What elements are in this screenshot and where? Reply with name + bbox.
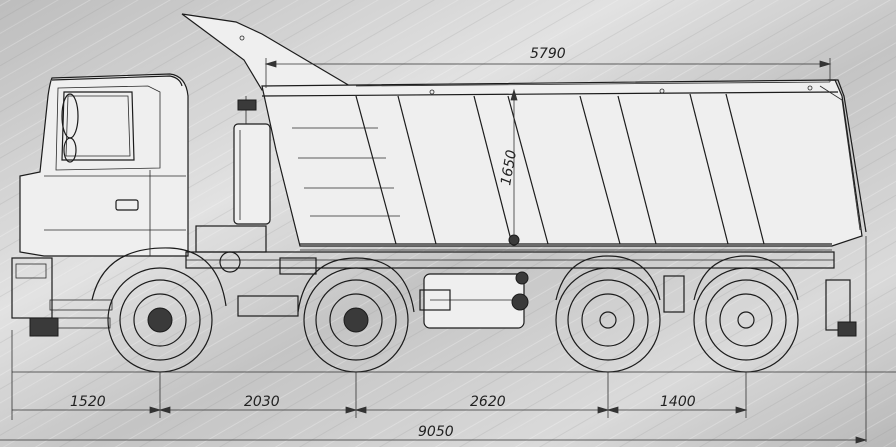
front-overhang-label: 1520 (70, 394, 106, 410)
body-length-label: 5790 (530, 46, 566, 62)
chassis-frame (185, 225, 857, 337)
intake-tower (233, 96, 271, 225)
dump-body (181, 13, 867, 251)
wheels (107, 267, 799, 373)
wheelbase-1-2-label: 2030 (244, 394, 280, 410)
front-wheel-1 (107, 267, 213, 373)
dimension-lines (0, 58, 896, 444)
wheelbase-3-4-label: 1400 (660, 394, 696, 410)
truck-cab (11, 73, 227, 337)
wheelbase-2-3-label: 2620 (470, 394, 506, 410)
overall-length-label: 9050 (418, 424, 454, 440)
body-height-label: 1650 (498, 149, 520, 187)
